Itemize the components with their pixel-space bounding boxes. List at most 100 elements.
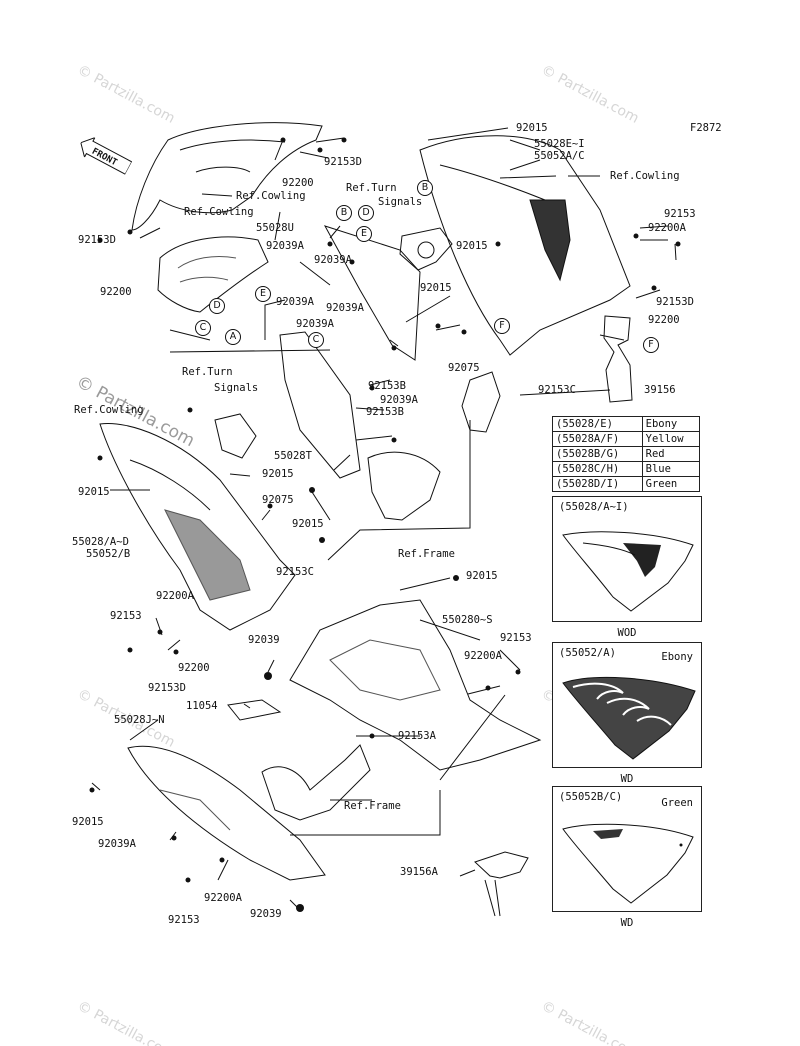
part-label: Ref.Cowling	[610, 170, 680, 182]
bolt	[485, 685, 491, 691]
bolt	[89, 787, 95, 793]
bolt	[97, 237, 103, 243]
bolt	[157, 629, 163, 635]
bracket-39156A	[474, 851, 529, 879]
part-label: Ref.Turn	[346, 182, 397, 194]
bolt	[675, 241, 681, 247]
part-label: 39156	[644, 384, 676, 396]
bolt	[369, 385, 375, 391]
right-side-cowling	[419, 135, 631, 356]
part-label: 92015	[292, 518, 324, 530]
color-code: (55028D/I)	[552, 476, 643, 492]
bolt	[633, 233, 639, 239]
frame-bracket-right	[461, 371, 501, 433]
color-name: Blue	[641, 461, 701, 477]
callout-e: E	[356, 226, 372, 242]
inner-cover-left	[157, 236, 269, 313]
front-arrow-icon: FRONT	[80, 136, 133, 175]
bolt	[319, 537, 325, 543]
part-label: 92015	[78, 486, 110, 498]
color-code: (55028B/G)	[552, 446, 643, 462]
bracket-11054	[227, 699, 282, 721]
air-duct	[367, 451, 441, 521]
part-label: 550280~S	[442, 614, 493, 626]
part-label: 92153A	[398, 730, 436, 742]
bolt	[461, 329, 467, 335]
part-label: 92015	[456, 240, 488, 252]
part-label: 55028U	[256, 222, 294, 234]
callout-f: F	[643, 337, 659, 353]
bolt	[296, 904, 304, 912]
color-code: (55028/E)	[552, 416, 643, 432]
variant-title: (55052B/C)	[559, 791, 623, 803]
part-label: 92200	[282, 177, 314, 189]
part-label: Ref.Turn	[182, 366, 233, 378]
part-label: 92039A	[276, 296, 314, 308]
callout-a: A	[225, 329, 241, 345]
part-label: 92075	[448, 362, 480, 374]
bolt	[495, 241, 501, 247]
part-label: 92200A	[204, 892, 242, 904]
part-label: 92039	[250, 908, 282, 920]
part-label: 55028E~I	[534, 138, 585, 150]
bolt	[280, 137, 286, 143]
part-label: 92039A	[296, 318, 334, 330]
part-label: 92039A	[266, 240, 304, 252]
bolt	[185, 877, 191, 883]
part-label: 55028/A~D	[72, 536, 129, 548]
variant-box-55052A: (55052/A) Ebony WD	[552, 642, 702, 785]
part-label: 39156A	[400, 866, 438, 878]
bolt	[171, 835, 177, 841]
variant-footer: WD	[620, 917, 634, 929]
color-name: Red	[641, 446, 701, 462]
color-code: (55028A/F)	[552, 431, 643, 447]
callout-f: F	[494, 318, 510, 334]
part-label: Ref.Cowling	[74, 404, 144, 416]
variant-flame-cowling-drawing	[562, 677, 696, 760]
part-label: 92039	[248, 634, 280, 646]
bolt	[97, 455, 103, 461]
color-name: Green	[641, 476, 701, 492]
callout-e: E	[255, 286, 271, 302]
bracket-39156	[603, 315, 633, 403]
bolt	[515, 669, 521, 675]
bolt	[127, 229, 133, 235]
color-code: (55028C/H)	[552, 461, 643, 477]
part-label: 92039A	[314, 254, 352, 266]
part-label: 92075	[262, 494, 294, 506]
turn-signal-bracket	[399, 227, 453, 271]
bolt	[267, 503, 273, 509]
part-label: 92153B	[366, 406, 404, 418]
lower-cowling	[289, 599, 542, 771]
bolt	[453, 575, 459, 581]
bolt	[349, 259, 355, 265]
bolt	[187, 407, 193, 413]
part-label: 11054	[186, 700, 218, 712]
part-label: 92153D	[148, 682, 186, 694]
table-row: (55028B/G)Red	[552, 446, 701, 462]
variant-box-55052BC: (55052B/C) Green WD	[552, 786, 702, 929]
part-label: 92200	[648, 314, 680, 326]
part-label: 92153D	[78, 234, 116, 246]
bolt	[173, 649, 179, 655]
variant-color-name: Ebony	[661, 651, 693, 663]
left-side-cowling	[99, 422, 296, 631]
part-label: 92153	[500, 632, 532, 644]
part-label: 92200	[178, 662, 210, 674]
table-row: (55028/E)Ebony	[552, 416, 701, 432]
part-label: 92039A	[326, 302, 364, 314]
callout-b: B	[417, 180, 433, 196]
callout-d: D	[209, 298, 225, 314]
variant-title: (55028/A~I)	[559, 501, 629, 513]
upper-cowling	[131, 122, 323, 231]
part-label: 92015	[466, 570, 498, 582]
part-label: 92200A	[156, 590, 194, 602]
part-label: 92153D	[656, 296, 694, 308]
part-label: Signals	[378, 196, 423, 208]
bolt	[264, 672, 272, 680]
table-row: (55028C/H)Blue	[552, 461, 701, 477]
bolt	[309, 487, 315, 493]
bolt	[127, 647, 133, 653]
callout-c: C	[308, 332, 324, 348]
